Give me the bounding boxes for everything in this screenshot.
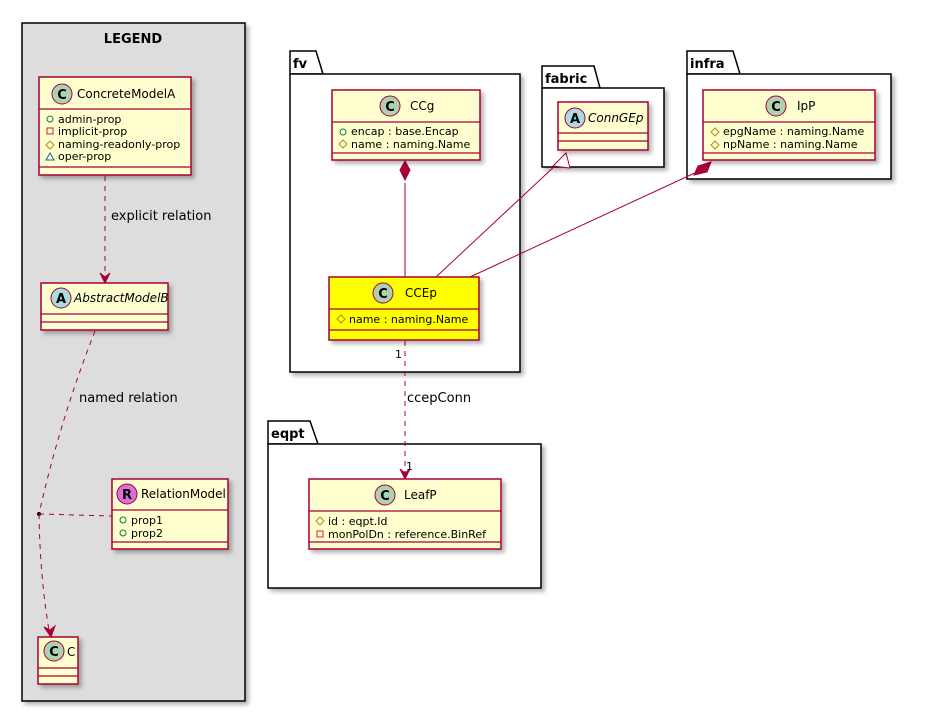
attr-name: name : naming.Name [349,313,469,326]
name-visibility-icon [336,314,346,324]
named-relation-label: named relation [79,391,178,406]
svg-text:C: C [771,100,781,115]
attr-oper-prop: oper-prop [58,150,111,163]
attr-epgname: epgName : naming.Name [723,125,865,138]
svg-text:C: C [57,88,67,103]
attr-prop2: prop2 [131,527,163,540]
attr-name: name : naming.Name [351,138,471,151]
class-ipp[interactable]: C IpP epgName : naming.Name npName : nam… [702,89,876,161]
class-badge-icon: C [43,640,65,662]
edge-ccep-conngep-inheritance [435,152,571,278]
class-name: IpP [797,99,815,113]
class-name: C [67,645,75,659]
class-name: AbstractModelB [73,291,169,305]
attr-npname: npName : naming.Name [723,138,858,151]
npname-visibility-icon [710,140,720,150]
edge-ccep-conn: ccepConn 1 1 [395,341,471,481]
svg-text:C: C [380,489,390,504]
relation-badge-icon: R [116,483,138,505]
name-visibility-icon [338,139,348,149]
svg-text:A: A [570,112,580,127]
svg-text:C: C [378,287,388,302]
class-conngep[interactable]: A ConnGEp [557,101,649,151]
package-name: fabric [545,72,587,87]
class-ccep[interactable]: C CCEp name : naming.Name [328,276,480,341]
svg-text:R: R [122,488,132,503]
attr-id: id : eqpt.Id [328,515,388,528]
admin-prop-visibility-icon [46,115,54,123]
svg-text:A: A [56,292,66,307]
class-abstract-model-b[interactable]: A AbstractModelB [40,282,169,331]
class-name: RelationModel [141,487,226,501]
class-name: CCEp [405,286,437,300]
abstract-badge-icon: A [564,107,586,129]
svg-text:C: C [49,645,59,660]
edge-named-relation: named relation [37,330,178,639]
class-c[interactable]: C C [37,636,79,685]
class-name: LeafP [404,488,437,502]
abstract-badge-icon: A [50,287,72,309]
class-relation-model[interactable]: R RelationModel prop1 prop2 [111,478,229,550]
class-name: CCg [410,99,434,113]
legend-title: LEGEND [104,32,163,47]
implicit-prop-visibility-icon [46,127,54,135]
class-badge-icon: C [765,95,787,117]
class-badge-icon: C [51,83,73,105]
class-badge-icon: C [372,282,394,304]
attr-admin-prop: admin-prop [58,113,121,126]
prop1-visibility-icon [119,516,127,524]
edge-ccg-ccep-composition [399,159,411,277]
svg-text:C: C [385,100,395,115]
attr-naming-readonly-prop: naming-readonly-prop [58,138,180,151]
oper-prop-visibility-icon [45,151,55,161]
id-visibility-icon [315,516,325,526]
naming-prop-visibility-icon [45,140,55,150]
package-name: infra [690,57,725,72]
class-badge-icon: C [374,484,396,506]
attr-implicit-prop: implicit-prop [58,125,127,138]
encap-visibility-icon [339,128,347,136]
class-ccg[interactable]: C CCg encap : base.Encap name : naming.N… [331,89,481,161]
monpoldn-visibility-icon [316,530,324,538]
package-name: eqpt [271,427,305,442]
class-leafp[interactable]: C LeafP id : eqpt.Id monPolDn : referenc… [308,478,502,550]
class-badge-icon: C [379,95,401,117]
explicit-relation-label: explicit relation [111,209,211,224]
package-name: fv [293,57,308,72]
class-name: ConnGEp [588,111,644,125]
epgname-visibility-icon [710,127,720,137]
target-multiplicity: 1 [406,460,413,473]
class-name: ConcreteModelA [77,87,176,101]
edge-explicit-relation: explicit relation [99,176,211,285]
attr-encap: encap : base.Encap [351,125,459,138]
attr-prop1: prop1 [131,514,163,527]
source-multiplicity: 1 [395,348,402,361]
edge-ipp-ccep-composition [469,161,712,278]
ccep-conn-label: ccepConn [407,391,471,406]
prop2-visibility-icon [119,529,127,537]
class-concrete-model-a[interactable]: C ConcreteModelA admin-prop implicit-pro… [38,76,192,176]
attr-monpoldn: monPolDn : reference.BinRef [328,528,487,541]
